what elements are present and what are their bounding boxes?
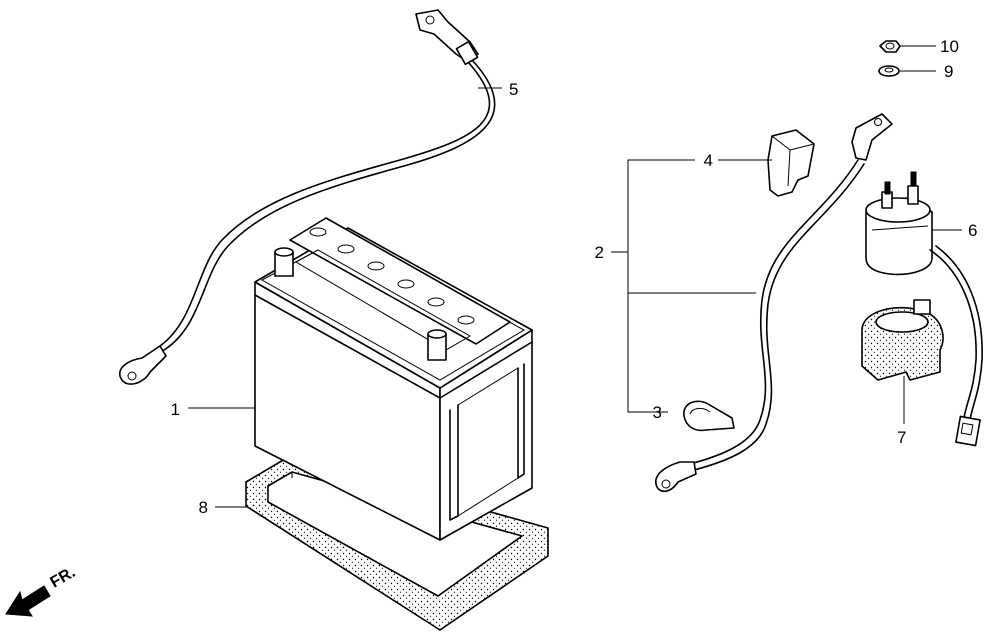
front-direction-label: FR. [48, 564, 79, 592]
front-arrow-icon [5, 585, 51, 617]
terminal-cover-part [767, 129, 815, 197]
callout-8: 8 [199, 498, 208, 517]
relay-holder-part [861, 299, 944, 381]
leader-lines [188, 45, 962, 508]
washer-part [878, 65, 900, 77]
callout-5: 5 [509, 80, 518, 99]
callout-10: 10 [940, 37, 959, 56]
cable-boot-part [683, 400, 735, 432]
callout-9: 9 [944, 62, 953, 81]
callout-6: 6 [968, 221, 977, 240]
starter-relay-part [865, 171, 983, 447]
positive-cable-part [655, 113, 893, 493]
nut-part [879, 40, 901, 53]
battery-part [254, 217, 533, 541]
front-direction-indicator: FR. [5, 564, 79, 617]
callout-7: 7 [897, 428, 906, 447]
negative-cable-part [119, 9, 496, 385]
callout-1: 1 [171, 400, 180, 419]
callout-2: 2 [595, 243, 604, 262]
callout-4: 4 [704, 151, 713, 170]
callout-3: 3 [653, 403, 662, 422]
